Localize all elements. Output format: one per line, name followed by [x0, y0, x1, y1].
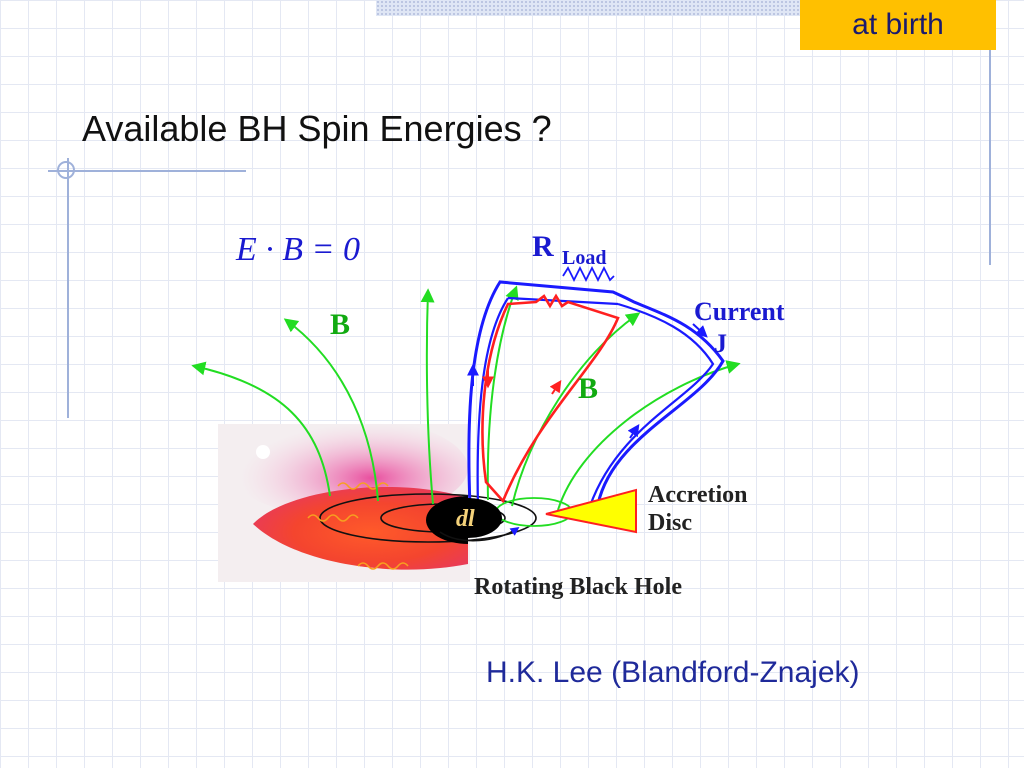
- photon-wave-1: [307, 514, 359, 522]
- at-birth-badge: at birth: [800, 0, 996, 50]
- field-line-1: [191, 361, 331, 497]
- inner-loop-red: [481, 293, 620, 504]
- field-line-5: [511, 312, 641, 507]
- hole-label: dl: [456, 506, 475, 532]
- badge-label: at birth: [852, 8, 944, 41]
- diagram-svg: dl E · B = 0 B B R Load Current J Accret…: [191, 230, 785, 600]
- photon-wave-2: [337, 482, 389, 490]
- circuit-top-segment: [507, 296, 619, 306]
- disc-label-line-1: Accretion: [648, 482, 748, 508]
- current-label: Current: [694, 297, 785, 326]
- field-line-2: [283, 318, 379, 502]
- field-line-3: [420, 288, 435, 505]
- current-arrow-right: [692, 323, 708, 338]
- field-equation: E · B = 0: [235, 231, 360, 268]
- star-dot: [256, 445, 270, 459]
- current-symbol: J: [714, 329, 727, 358]
- accretion-disc-wedge: [545, 488, 637, 534]
- field-label-left: B: [330, 308, 350, 341]
- blandford-znajek-diagram: dl E · B = 0 B B R Load Current J Accret…: [178, 206, 860, 616]
- loop-arrow-up: [549, 380, 562, 395]
- slide-credit: H.K. Lee (Blandford-Znajek): [486, 656, 860, 689]
- field-line-6: [557, 360, 741, 511]
- left-decorative-rule: [67, 158, 69, 418]
- accretion-disc-red: [253, 486, 468, 570]
- title-underline-rule: [48, 170, 246, 172]
- field-label-loop: B: [578, 372, 598, 405]
- load-label: R: [532, 230, 554, 263]
- load-resistor-icon: [562, 265, 615, 283]
- diagram-caption: Rotating Black Hole: [474, 574, 682, 600]
- orbit-outer: [319, 493, 537, 543]
- bullet-circle-icon: [57, 161, 75, 179]
- top-decorative-band: [376, 0, 800, 16]
- field-line-4: [486, 285, 519, 501]
- circuit-inner-right: [588, 302, 715, 507]
- slide-title: Available BH Spin Energies ?: [82, 108, 552, 149]
- current-arrow-down: [627, 424, 640, 439]
- black-hole: [434, 498, 502, 538]
- right-decorative-rule: [989, 50, 991, 265]
- photon-wave-3: [357, 562, 409, 570]
- disc-label-line-2: Disc: [648, 510, 692, 536]
- circuit-outer: [467, 280, 725, 507]
- rotation-arrow: [439, 526, 520, 542]
- load-subscript: Load: [562, 247, 606, 269]
